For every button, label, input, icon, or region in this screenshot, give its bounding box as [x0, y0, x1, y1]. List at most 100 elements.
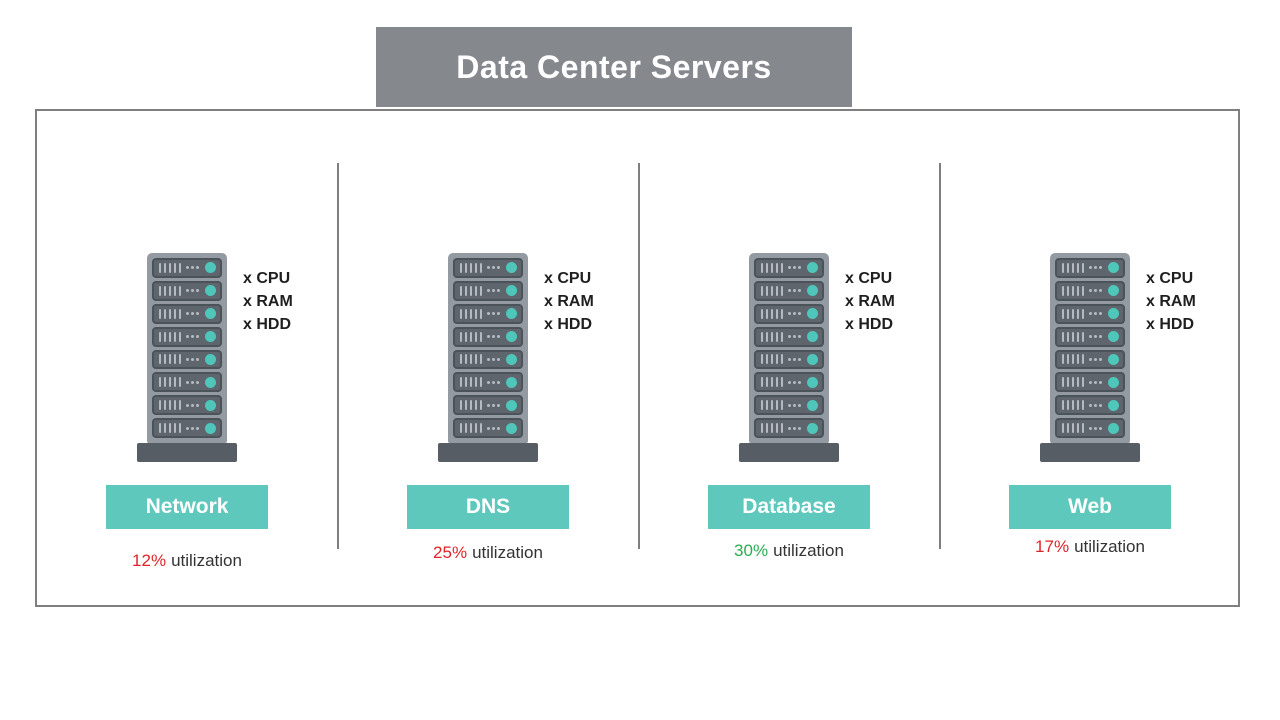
vent-bars-icon	[460, 354, 482, 365]
status-led-icon	[506, 376, 517, 388]
spec-list: x CPU x RAM x HDD	[544, 267, 594, 336]
spec-ram: x RAM	[1146, 293, 1196, 310]
vent-bars-icon	[159, 285, 181, 296]
dots-icon	[1089, 289, 1102, 293]
server-tower	[448, 253, 528, 443]
vent-bars-icon	[1062, 377, 1084, 388]
dots-icon	[1089, 380, 1102, 384]
dots-icon	[186, 357, 199, 361]
server-slot	[152, 349, 222, 370]
server-slot	[453, 280, 523, 301]
status-led-icon	[1108, 399, 1119, 411]
server-slot	[754, 280, 824, 301]
dots-icon	[1089, 335, 1102, 339]
dots-icon	[487, 335, 500, 339]
server-tower	[749, 253, 829, 443]
server-base	[739, 443, 839, 462]
dots-icon	[788, 312, 801, 316]
status-led-icon	[807, 308, 818, 320]
vent-bars-icon	[460, 423, 482, 434]
dots-icon	[186, 403, 199, 407]
utilization-text: 12%utilization	[37, 551, 337, 571]
server-tower	[147, 253, 227, 443]
dots-icon	[487, 357, 500, 361]
utilization-text: 30%utilization	[639, 541, 939, 561]
dots-icon	[186, 289, 199, 293]
dots-icon	[788, 357, 801, 361]
server-slot	[453, 372, 523, 393]
server-label-database: Database	[708, 485, 870, 529]
utilization-value: 30%	[734, 541, 769, 560]
dots-icon	[1089, 266, 1102, 270]
spec-ram: x RAM	[243, 293, 293, 310]
dots-icon	[186, 335, 199, 339]
dots-icon	[487, 289, 500, 293]
dots-icon	[1089, 403, 1102, 407]
server-slot	[1055, 395, 1125, 416]
status-led-icon	[807, 422, 818, 434]
vent-bars-icon	[761, 377, 783, 388]
server-base	[438, 443, 538, 462]
dots-icon	[1089, 357, 1102, 361]
status-led-icon	[1108, 422, 1119, 434]
status-led-icon	[1108, 262, 1119, 274]
status-led-icon	[1108, 376, 1119, 388]
status-led-icon	[506, 308, 517, 320]
status-led-icon	[506, 353, 517, 365]
server-slot	[453, 326, 523, 347]
server-slot	[754, 258, 824, 278]
dots-icon	[1089, 312, 1102, 316]
status-led-icon	[1108, 285, 1119, 297]
server-slot	[754, 303, 824, 324]
vent-bars-icon	[761, 354, 783, 365]
vent-bars-icon	[159, 308, 181, 319]
server-slot	[754, 372, 824, 393]
server-slot	[152, 258, 222, 278]
vent-bars-icon	[1062, 285, 1084, 296]
dots-icon	[487, 380, 500, 384]
server-label-network: Network	[106, 485, 268, 529]
dots-icon	[788, 289, 801, 293]
spec-hdd: x HDD	[243, 316, 292, 333]
status-led-icon	[205, 353, 216, 365]
status-led-icon	[205, 262, 216, 274]
server-rack-illustration	[940, 253, 1240, 462]
dots-icon	[186, 266, 199, 270]
server-slot	[1055, 303, 1125, 324]
status-led-icon	[506, 331, 517, 343]
vent-bars-icon	[1062, 423, 1084, 434]
vent-bars-icon	[159, 331, 181, 342]
spec-cpu: x CPU	[845, 270, 893, 287]
status-led-icon	[807, 262, 818, 274]
vent-bars-icon	[159, 262, 181, 273]
server-label-dns: DNS	[407, 485, 569, 529]
utilization-value: 25%	[433, 543, 468, 562]
status-led-icon	[1108, 308, 1119, 320]
server-slot	[1055, 258, 1125, 278]
server-tower	[1050, 253, 1130, 443]
utilization-text: 25%utilization	[338, 543, 638, 563]
server-rack-illustration	[37, 253, 337, 462]
server-slot	[453, 418, 523, 438]
vent-bars-icon	[761, 262, 783, 273]
dots-icon	[788, 403, 801, 407]
server-column-network: x CPU x RAM x HDD Network 12%utilization	[37, 111, 337, 605]
vent-bars-icon	[460, 308, 482, 319]
utilization-label: utilization	[171, 551, 242, 570]
vent-bars-icon	[159, 354, 181, 365]
spec-ram: x RAM	[544, 293, 594, 310]
vent-bars-icon	[761, 400, 783, 411]
column-divider	[939, 163, 941, 549]
server-base	[1040, 443, 1140, 462]
server-slot	[152, 418, 222, 438]
vent-bars-icon	[1062, 400, 1084, 411]
vent-bars-icon	[761, 285, 783, 296]
server-rack-illustration	[338, 253, 638, 462]
server-slot	[1055, 372, 1125, 393]
dots-icon	[487, 312, 500, 316]
spec-hdd: x HDD	[544, 316, 593, 333]
server-slot	[152, 395, 222, 416]
dots-icon	[788, 266, 801, 270]
dots-icon	[186, 312, 199, 316]
server-column-web: x CPU x RAM x HDD Web 17%utilization	[940, 111, 1240, 605]
